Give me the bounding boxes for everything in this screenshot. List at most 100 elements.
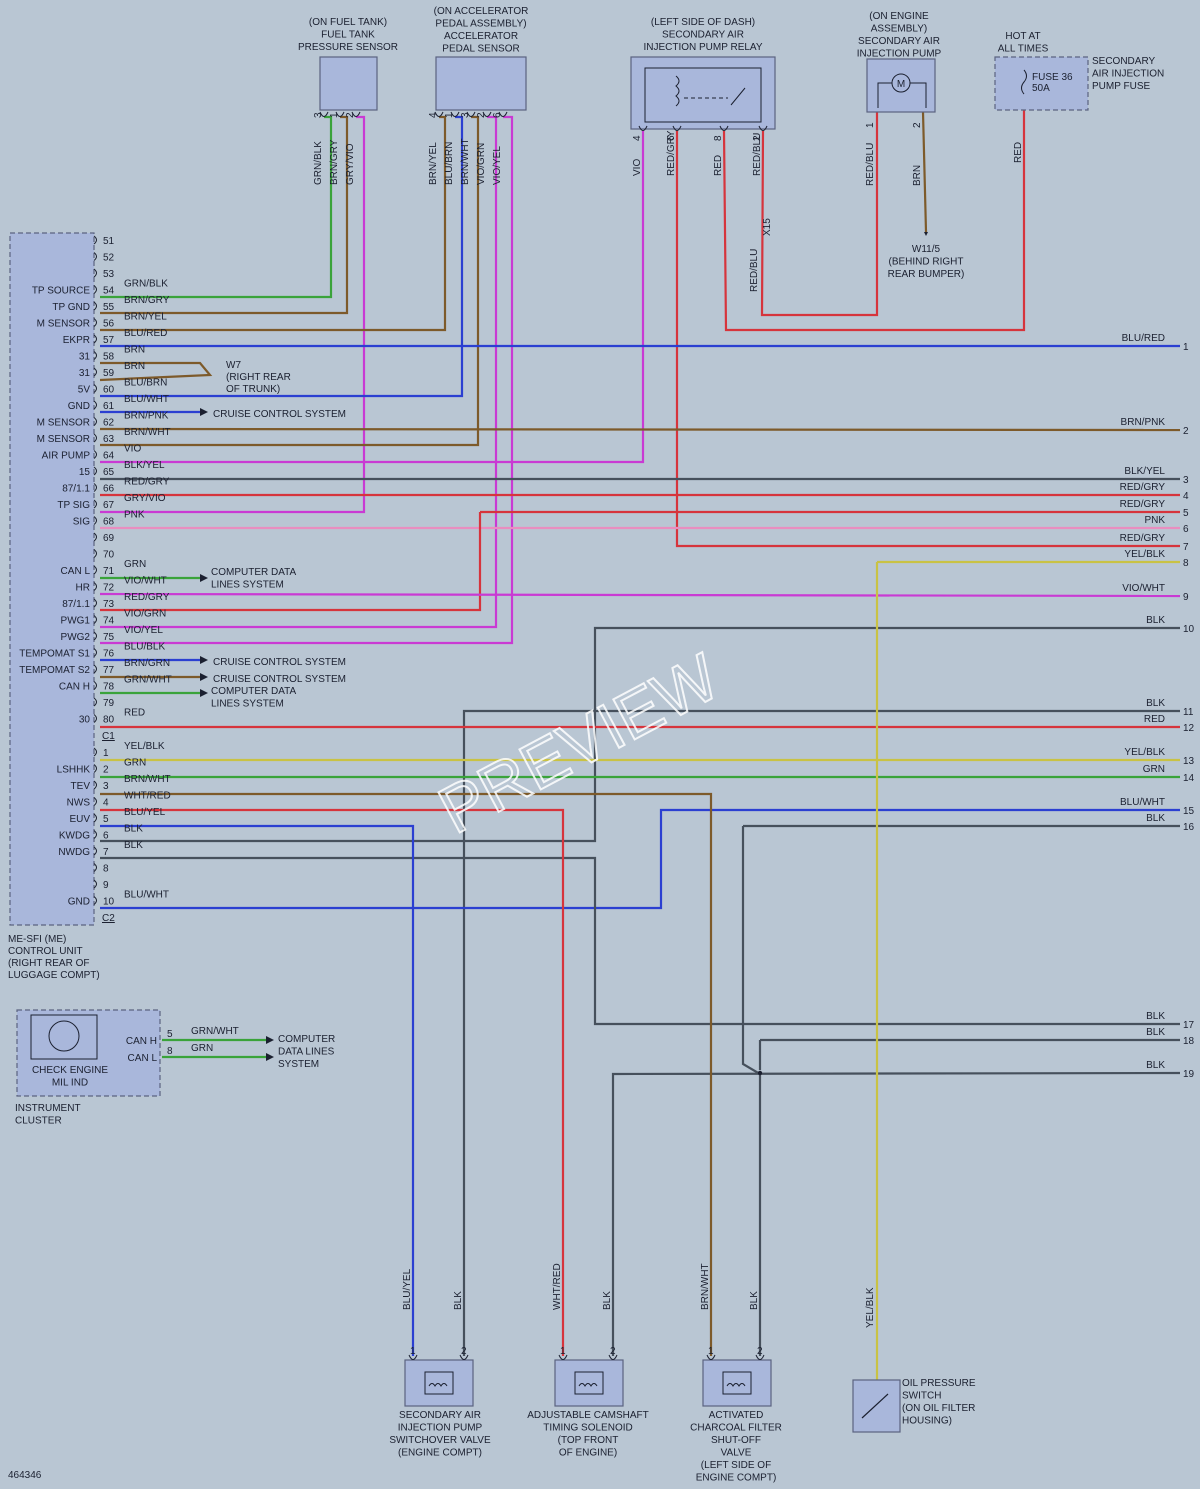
c1-pin-name-75: PWG2 [61, 632, 91, 643]
pump-relay-box [630, 56, 776, 130]
fuel-wire-2: GRY/VIO [345, 143, 356, 185]
cluster-arrow-8 [266, 1053, 274, 1061]
relay-wire-8: RED [713, 155, 724, 176]
fuse-wire: RED [1013, 142, 1024, 163]
wire-red-blu [760, 112, 879, 317]
c1-wire-color-75: VIO/YEL [124, 625, 163, 636]
c1-pin-77: 77 [103, 665, 115, 676]
connector-hook [93, 268, 97, 278]
c1-pin-64: 64 [103, 451, 115, 462]
oil-wire-color: YEL/BLK [865, 1287, 876, 1328]
c1-pin-name-61: GND [68, 401, 90, 412]
c1-pin-80: 80 [103, 715, 115, 726]
c1-pin-62: 62 [103, 418, 115, 429]
c1-wire-color-64: VIO [124, 444, 141, 455]
c1-pin-67: 67 [103, 500, 115, 511]
right-edge-13: 13 [1183, 756, 1195, 767]
cluster-wire-color-5: GRN/WHT [191, 1026, 239, 1037]
c2-pin-name-5: EUV [69, 814, 90, 825]
switchover-valve-box [404, 1359, 474, 1407]
connector-hook [93, 747, 97, 757]
c1-pin-68: 68 [103, 517, 115, 528]
pedal-pin-2: 2 [476, 112, 487, 118]
right-wire-color-1: BLU/RED [1122, 333, 1165, 344]
relay-contact [730, 87, 746, 106]
connector-hook [93, 780, 97, 790]
c2-wire-color-6: BLK [124, 824, 143, 835]
fuel-pin-2: 2 [345, 112, 356, 118]
c2-wire-color-4: WHT/RED [124, 791, 171, 802]
connector-hook [93, 466, 97, 476]
c1-pin-name-77: TEMPOMAT S2 [19, 665, 90, 676]
arrow-cdl-1 [200, 574, 208, 582]
c1-pin-75: 75 [103, 632, 115, 643]
pump-pin-1: 1 [865, 122, 876, 128]
right-wire-color-8: YEL/BLK [1124, 549, 1165, 560]
c1-pin-72: 72 [103, 583, 115, 594]
ground-w11-label: REAR BUMPER) [888, 269, 965, 280]
c1-pin-66: 66 [103, 484, 115, 495]
bottom-pin-switchover-2: 2 [461, 1346, 467, 1357]
c2-pin-name-6: KWDG [59, 831, 90, 842]
c1-pin-78: 78 [103, 682, 115, 693]
ground-w7-label: OF TRUNK) [226, 384, 280, 395]
bottom-pin-hook [408, 1354, 418, 1360]
c1-pin-name-68: SIG [73, 517, 90, 528]
fuel-tank-sensor-box [319, 56, 378, 111]
fuel-pin-3: 3 [313, 112, 324, 118]
right-edge-17: 17 [1183, 1020, 1195, 1031]
connector-hook [93, 565, 97, 575]
relay-pin-hook [638, 125, 648, 131]
c1-wire-color-71: GRN [124, 559, 146, 570]
pedal-sensor-label: (ON ACCELERATOR [434, 6, 529, 17]
relay-wire-6: RED/GRY [666, 130, 677, 176]
connector-hook [93, 879, 97, 889]
motor-lead [877, 82, 892, 108]
camshaft-solenoid-label: TIMING SOLENOID [543, 1423, 632, 1434]
relay-pin-8: 8 [713, 135, 724, 141]
right-wire-color-7: RED/GRY [1120, 533, 1166, 544]
connector-hook [93, 499, 97, 509]
fuel-pin-hook [335, 111, 345, 117]
arrow-cruise-1 [200, 408, 208, 416]
relay-wire-4: VIO [632, 159, 643, 176]
fuse-description: AIR INJECTION [1092, 69, 1164, 80]
c1-pin-57: 57 [103, 335, 115, 346]
pedal-pin-3: 3 [460, 112, 471, 118]
connector-hook [93, 483, 97, 492]
instrument-cluster-label: INSTRUMENT [15, 1103, 81, 1114]
connector-hook [93, 318, 97, 327]
c1-pin-69: 69 [103, 533, 115, 544]
c1-pin-name-66: 87/1.1 [62, 484, 90, 495]
component-boxes: M [9, 56, 1089, 1433]
connector-hook [93, 301, 97, 311]
right-wire-color-19: BLK [1146, 1060, 1165, 1071]
relay-wire-lower: RED/BLU [749, 249, 760, 292]
c1-pin-name-55: TP GND [52, 302, 90, 313]
c2-pin-2: 2 [103, 765, 109, 776]
c1-pin-58: 58 [103, 352, 115, 363]
pedal-wire-3: BRN/WHT [460, 138, 471, 185]
c2-wire-color-1: YEL/BLK [124, 741, 165, 752]
c2-pin-8: 8 [103, 864, 109, 875]
bottom-wire-charcoal-1: BRN/WHT [700, 1263, 711, 1310]
relay-pin-hook [758, 125, 768, 131]
c1-pin-59: 59 [103, 368, 115, 379]
pump-relay-label: INJECTION PUMP RELAY [643, 42, 762, 53]
computer-data-lines-label-1: COMPUTER DATA [211, 567, 297, 578]
c2-pin-6: 6 [103, 831, 109, 842]
c2-pin-9: 9 [103, 880, 109, 891]
connector-hook [93, 648, 97, 657]
c2-pin-7: 7 [103, 847, 109, 858]
bottom-pin-charcoal-2: 2 [757, 1346, 763, 1357]
connector-hook [93, 450, 97, 459]
control-unit-box [9, 232, 95, 926]
relay-pin-2: 2 [752, 135, 763, 141]
bottom-pin-switchover-1: 1 [410, 1346, 416, 1357]
wires [99, 110, 1181, 1380]
check-engine-label: MIL IND [52, 1078, 88, 1089]
control-unit-label: ME-SFI (ME) [8, 934, 66, 945]
connector-hook [93, 417, 97, 426]
c1-pin-73: 73 [103, 599, 115, 610]
